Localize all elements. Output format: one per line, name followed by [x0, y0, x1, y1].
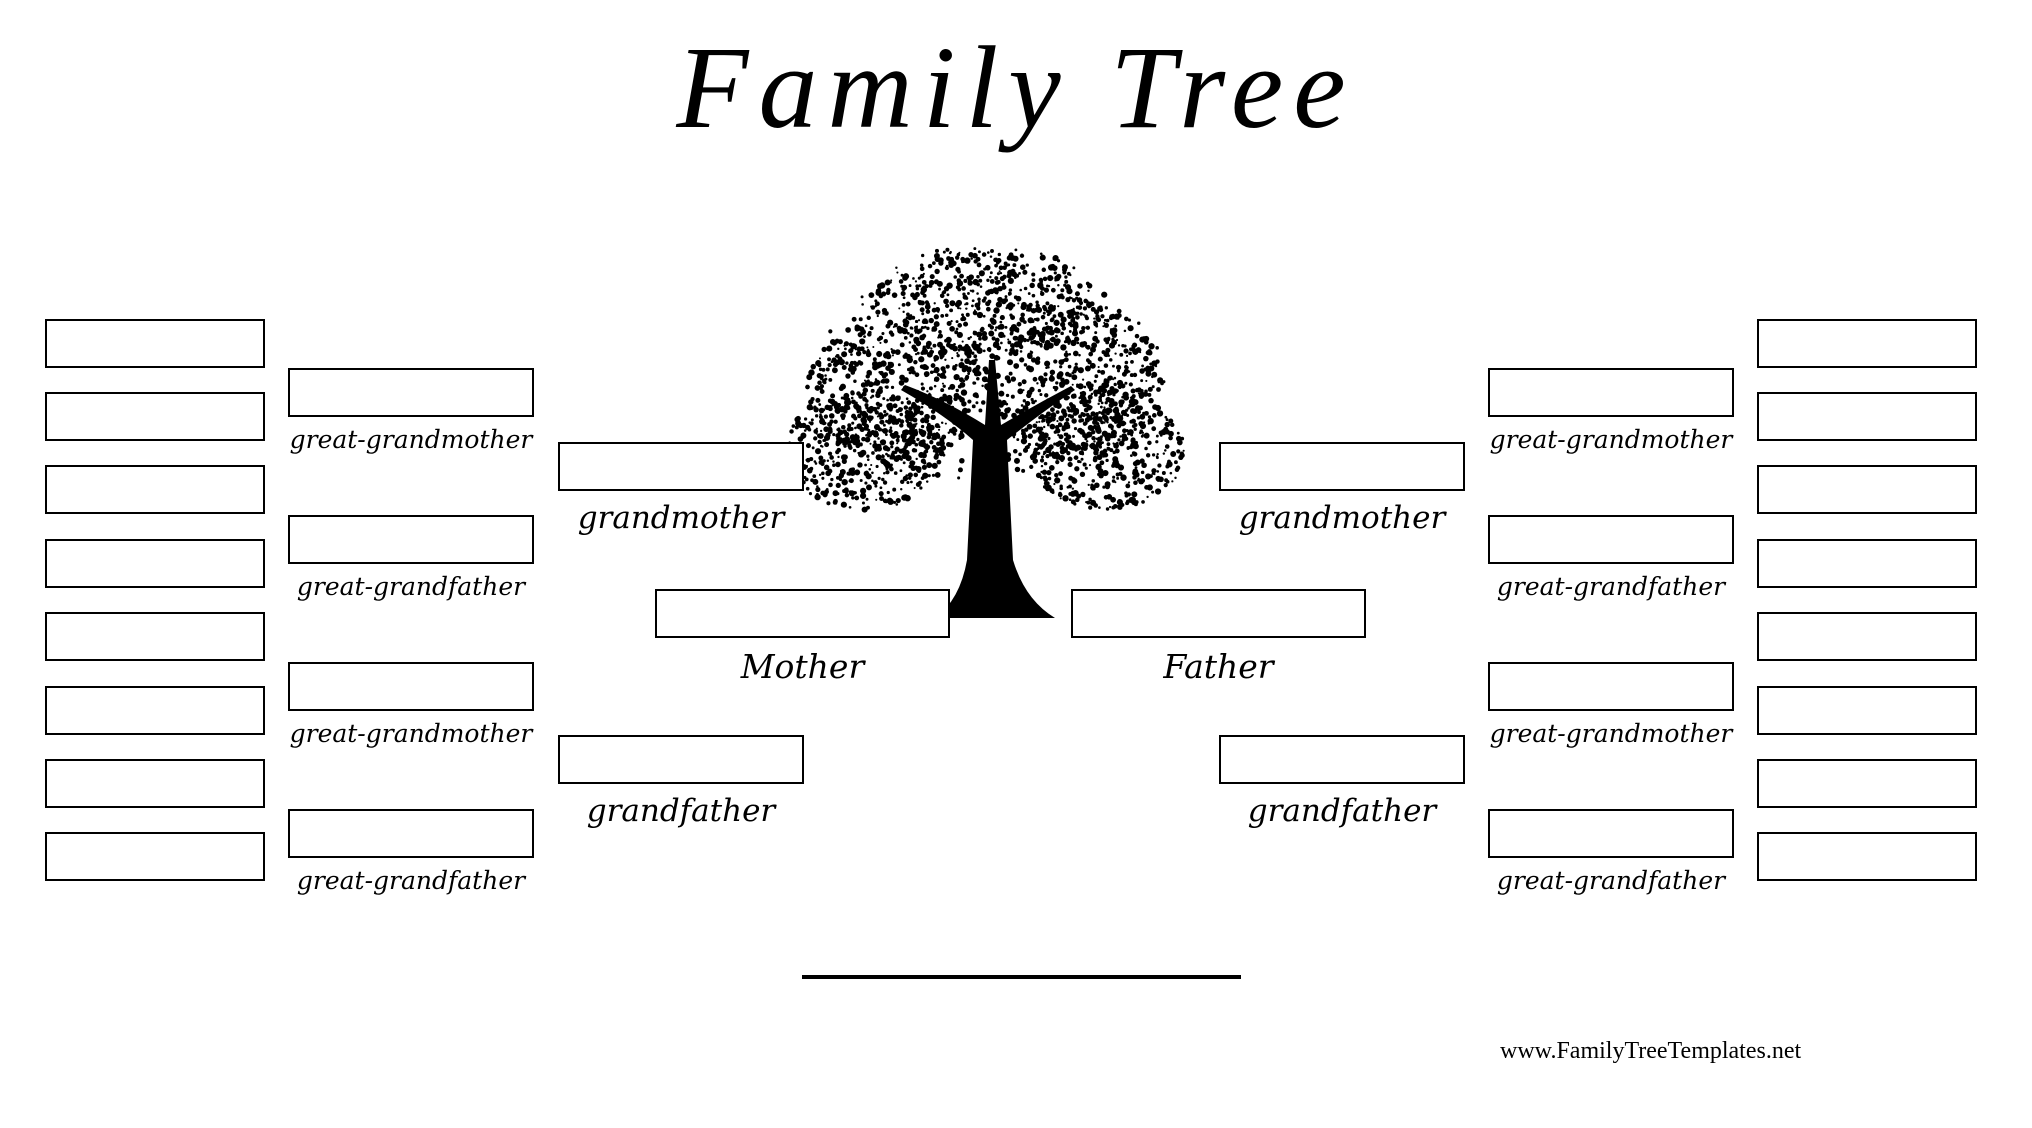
- father-field[interactable]: [1071, 589, 1366, 638]
- great-grandmother-label: great-grandmother: [1489, 719, 1733, 748]
- gg-grandparent-field[interactable]: [1757, 612, 1977, 661]
- father-label: Father: [1163, 647, 1274, 686]
- gg-grandparent-field[interactable]: [45, 686, 265, 735]
- gg-grandparent-field[interactable]: [45, 612, 265, 661]
- great-grandfather-field[interactable]: [288, 809, 534, 858]
- gg-grandparent-field[interactable]: [45, 392, 265, 441]
- grandfather-label: grandfather: [1247, 793, 1437, 829]
- great-grandmother-field[interactable]: [288, 368, 534, 417]
- maternal-grandmother-field[interactable]: [558, 442, 804, 491]
- great-grandfather-field[interactable]: [1488, 515, 1734, 564]
- grandfather-label: grandfather: [586, 793, 776, 829]
- grandmother-label: grandmother: [577, 500, 785, 536]
- maternal-grandfather-field[interactable]: [558, 735, 804, 784]
- great-grandfather-label: great-grandfather: [296, 866, 526, 895]
- family-name-line[interactable]: [802, 975, 1241, 979]
- gg-grandparent-field[interactable]: [1757, 319, 1977, 368]
- paternal-grandmother-field[interactable]: [1219, 442, 1465, 491]
- mother-label: Mother: [740, 647, 865, 686]
- gg-grandparent-field[interactable]: [1757, 392, 1977, 441]
- great-grandfather-field[interactable]: [1488, 809, 1734, 858]
- grandmother-label: grandmother: [1238, 500, 1446, 536]
- gg-grandparent-field[interactable]: [45, 539, 265, 588]
- great-grandfather-field[interactable]: [288, 515, 534, 564]
- gg-grandparent-field[interactable]: [45, 832, 265, 881]
- website-url: www.FamilyTreeTemplates.net: [1500, 1038, 1802, 1064]
- great-grandmother-field[interactable]: [1488, 662, 1734, 711]
- gg-grandparent-field[interactable]: [1757, 759, 1977, 808]
- gg-grandparent-field[interactable]: [1757, 539, 1977, 588]
- gg-grandparent-field[interactable]: [1757, 686, 1977, 735]
- gg-grandparent-field[interactable]: [45, 319, 265, 368]
- great-grandfather-label: great-grandfather: [1496, 572, 1726, 601]
- page-title: Family Tree: [676, 22, 1356, 153]
- gg-grandparent-field[interactable]: [1757, 465, 1977, 514]
- tree-illustration: [784, 247, 1185, 618]
- great-grandmother-field[interactable]: [288, 662, 534, 711]
- great-grandfather-label: great-grandfather: [296, 572, 526, 601]
- gg-grandparent-field[interactable]: [45, 465, 265, 514]
- mother-field[interactable]: [655, 589, 950, 638]
- great-grandmother-label: great-grandmother: [1489, 425, 1733, 454]
- gg-grandparent-field[interactable]: [1757, 832, 1977, 881]
- gg-grandparent-field[interactable]: [45, 759, 265, 808]
- great-grandmother-label: great-grandmother: [289, 425, 533, 454]
- great-grandmother-label: great-grandmother: [289, 719, 533, 748]
- great-grandfather-label: great-grandfather: [1496, 866, 1726, 895]
- great-grandmother-field[interactable]: [1488, 368, 1734, 417]
- tree-trunk: [901, 360, 1075, 618]
- paternal-grandfather-field[interactable]: [1219, 735, 1465, 784]
